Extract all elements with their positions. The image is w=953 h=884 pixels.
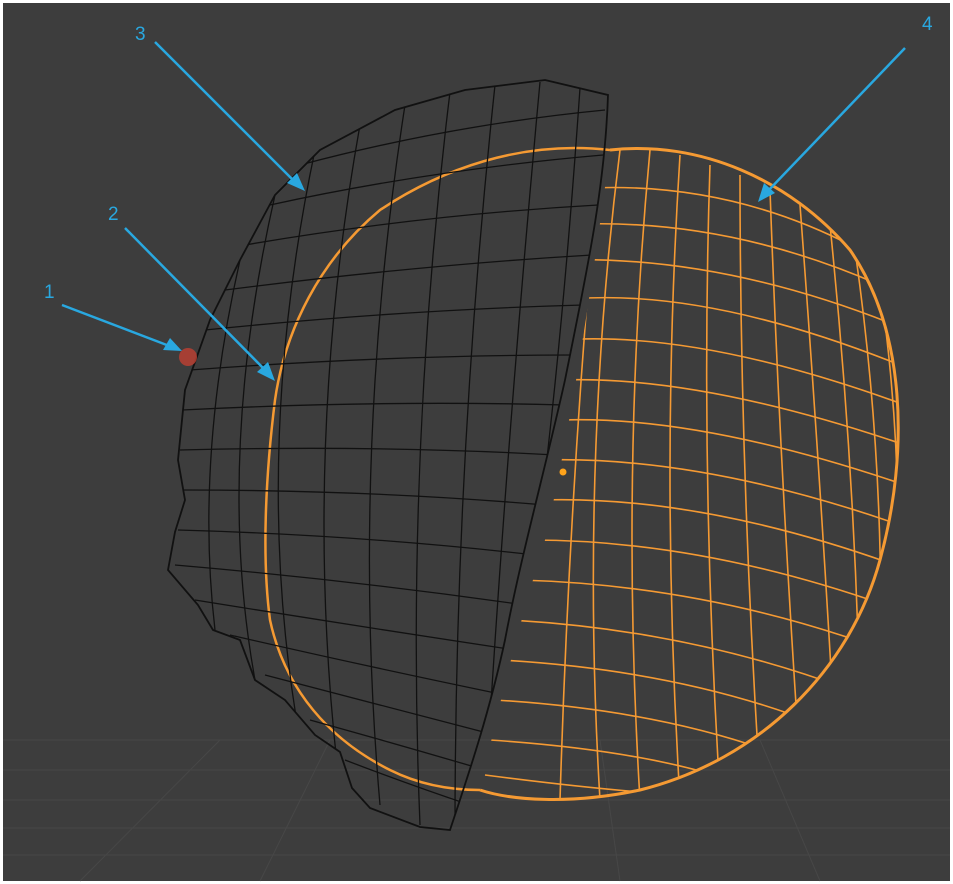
annotation-arrows (61, 41, 906, 381)
arrow-2 (124, 227, 275, 381)
floor-grid (3, 739, 950, 882)
annotation-label-1: 1 (44, 282, 55, 303)
viewport-background (3, 3, 950, 881)
arrow-3 (154, 41, 305, 191)
selected-vertex-marker[interactable] (179, 348, 197, 366)
object-origin-point[interactable] (559, 468, 567, 476)
annotation-label-3: 3 (135, 24, 146, 45)
shell-outline (167, 79, 609, 831)
sphere-back-outline (264, 146, 611, 792)
annotation-label-2: 2 (108, 204, 119, 225)
wireframe-shell-mesh[interactable] (167, 79, 609, 831)
arrow-1 (61, 303, 182, 351)
annotation-label-4: 4 (922, 14, 933, 35)
sphere-outline (479, 147, 900, 801)
arrow-4 (758, 47, 906, 202)
